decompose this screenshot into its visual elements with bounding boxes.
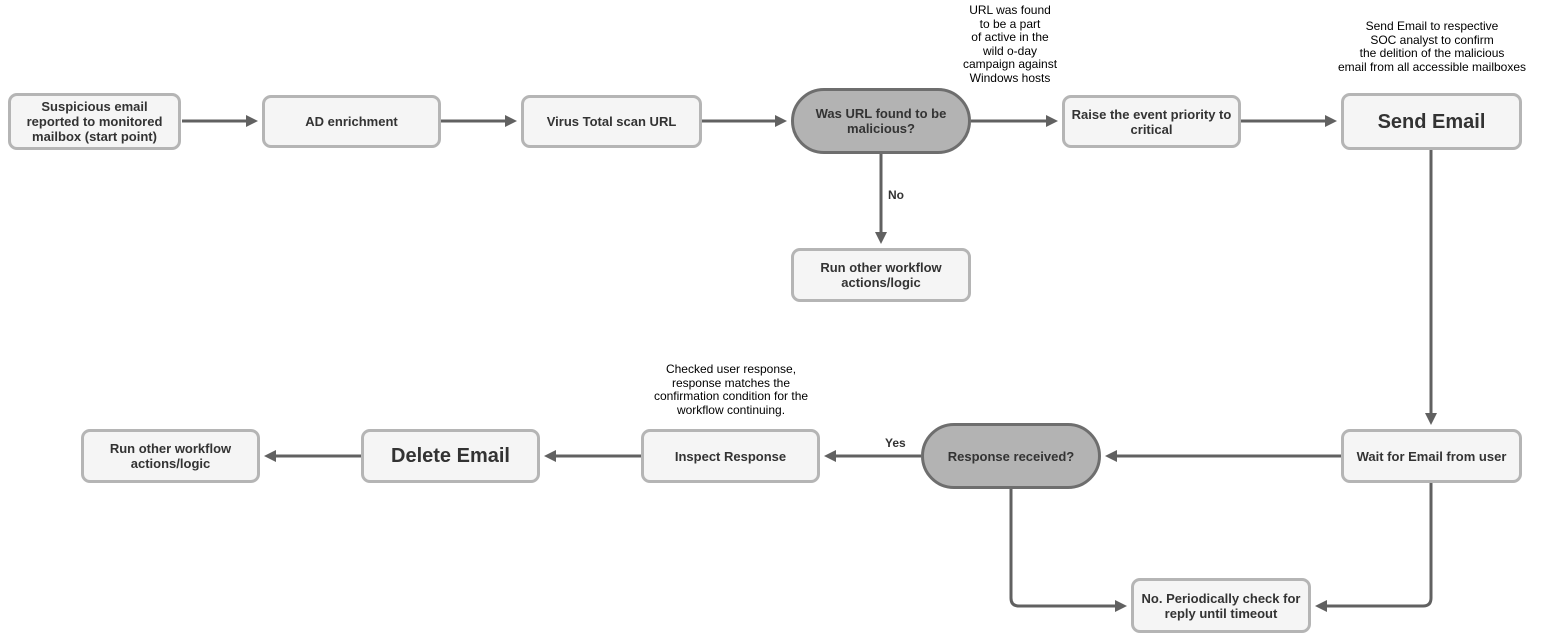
node-raise-priority: Raise the event priority to critical bbox=[1062, 95, 1241, 148]
node-run-other-workflow-top: Run other workflow actions/logic bbox=[791, 248, 971, 302]
arrow-decision-response-to-periodic bbox=[1009, 489, 1127, 612]
node-send-email: Send Email bbox=[1341, 93, 1522, 150]
node-ad-enrichment: AD enrichment bbox=[262, 95, 441, 148]
node-start: Suspicious email reported to monitored m… bbox=[8, 93, 181, 150]
edge-label-yes: Yes bbox=[883, 436, 908, 450]
decision-url-malicious: Was URL found to be malicious? bbox=[791, 88, 971, 154]
node-delete-email: Delete Email bbox=[361, 429, 540, 483]
arrow-wait-to-periodic bbox=[1315, 483, 1433, 612]
annotation-checked-response: Checked user response, response matches … bbox=[653, 362, 809, 417]
node-wait-for-email: Wait for Email from user bbox=[1341, 429, 1522, 483]
edge-label-no: No bbox=[886, 188, 906, 202]
annotation-url-campaign: URL was found to be a part of active in … bbox=[962, 3, 1058, 85]
node-periodic-check: No. Periodically check for reply until t… bbox=[1131, 578, 1311, 633]
annotation-send-email-note: Send Email to respective SOC analyst to … bbox=[1337, 19, 1527, 74]
node-virustotal-scan: Virus Total scan URL bbox=[521, 95, 702, 148]
node-run-other-workflow-bottom: Run other workflow actions/logic bbox=[81, 429, 260, 483]
node-inspect-response: Inspect Response bbox=[641, 429, 820, 483]
decision-response-received: Response received? bbox=[921, 423, 1101, 489]
